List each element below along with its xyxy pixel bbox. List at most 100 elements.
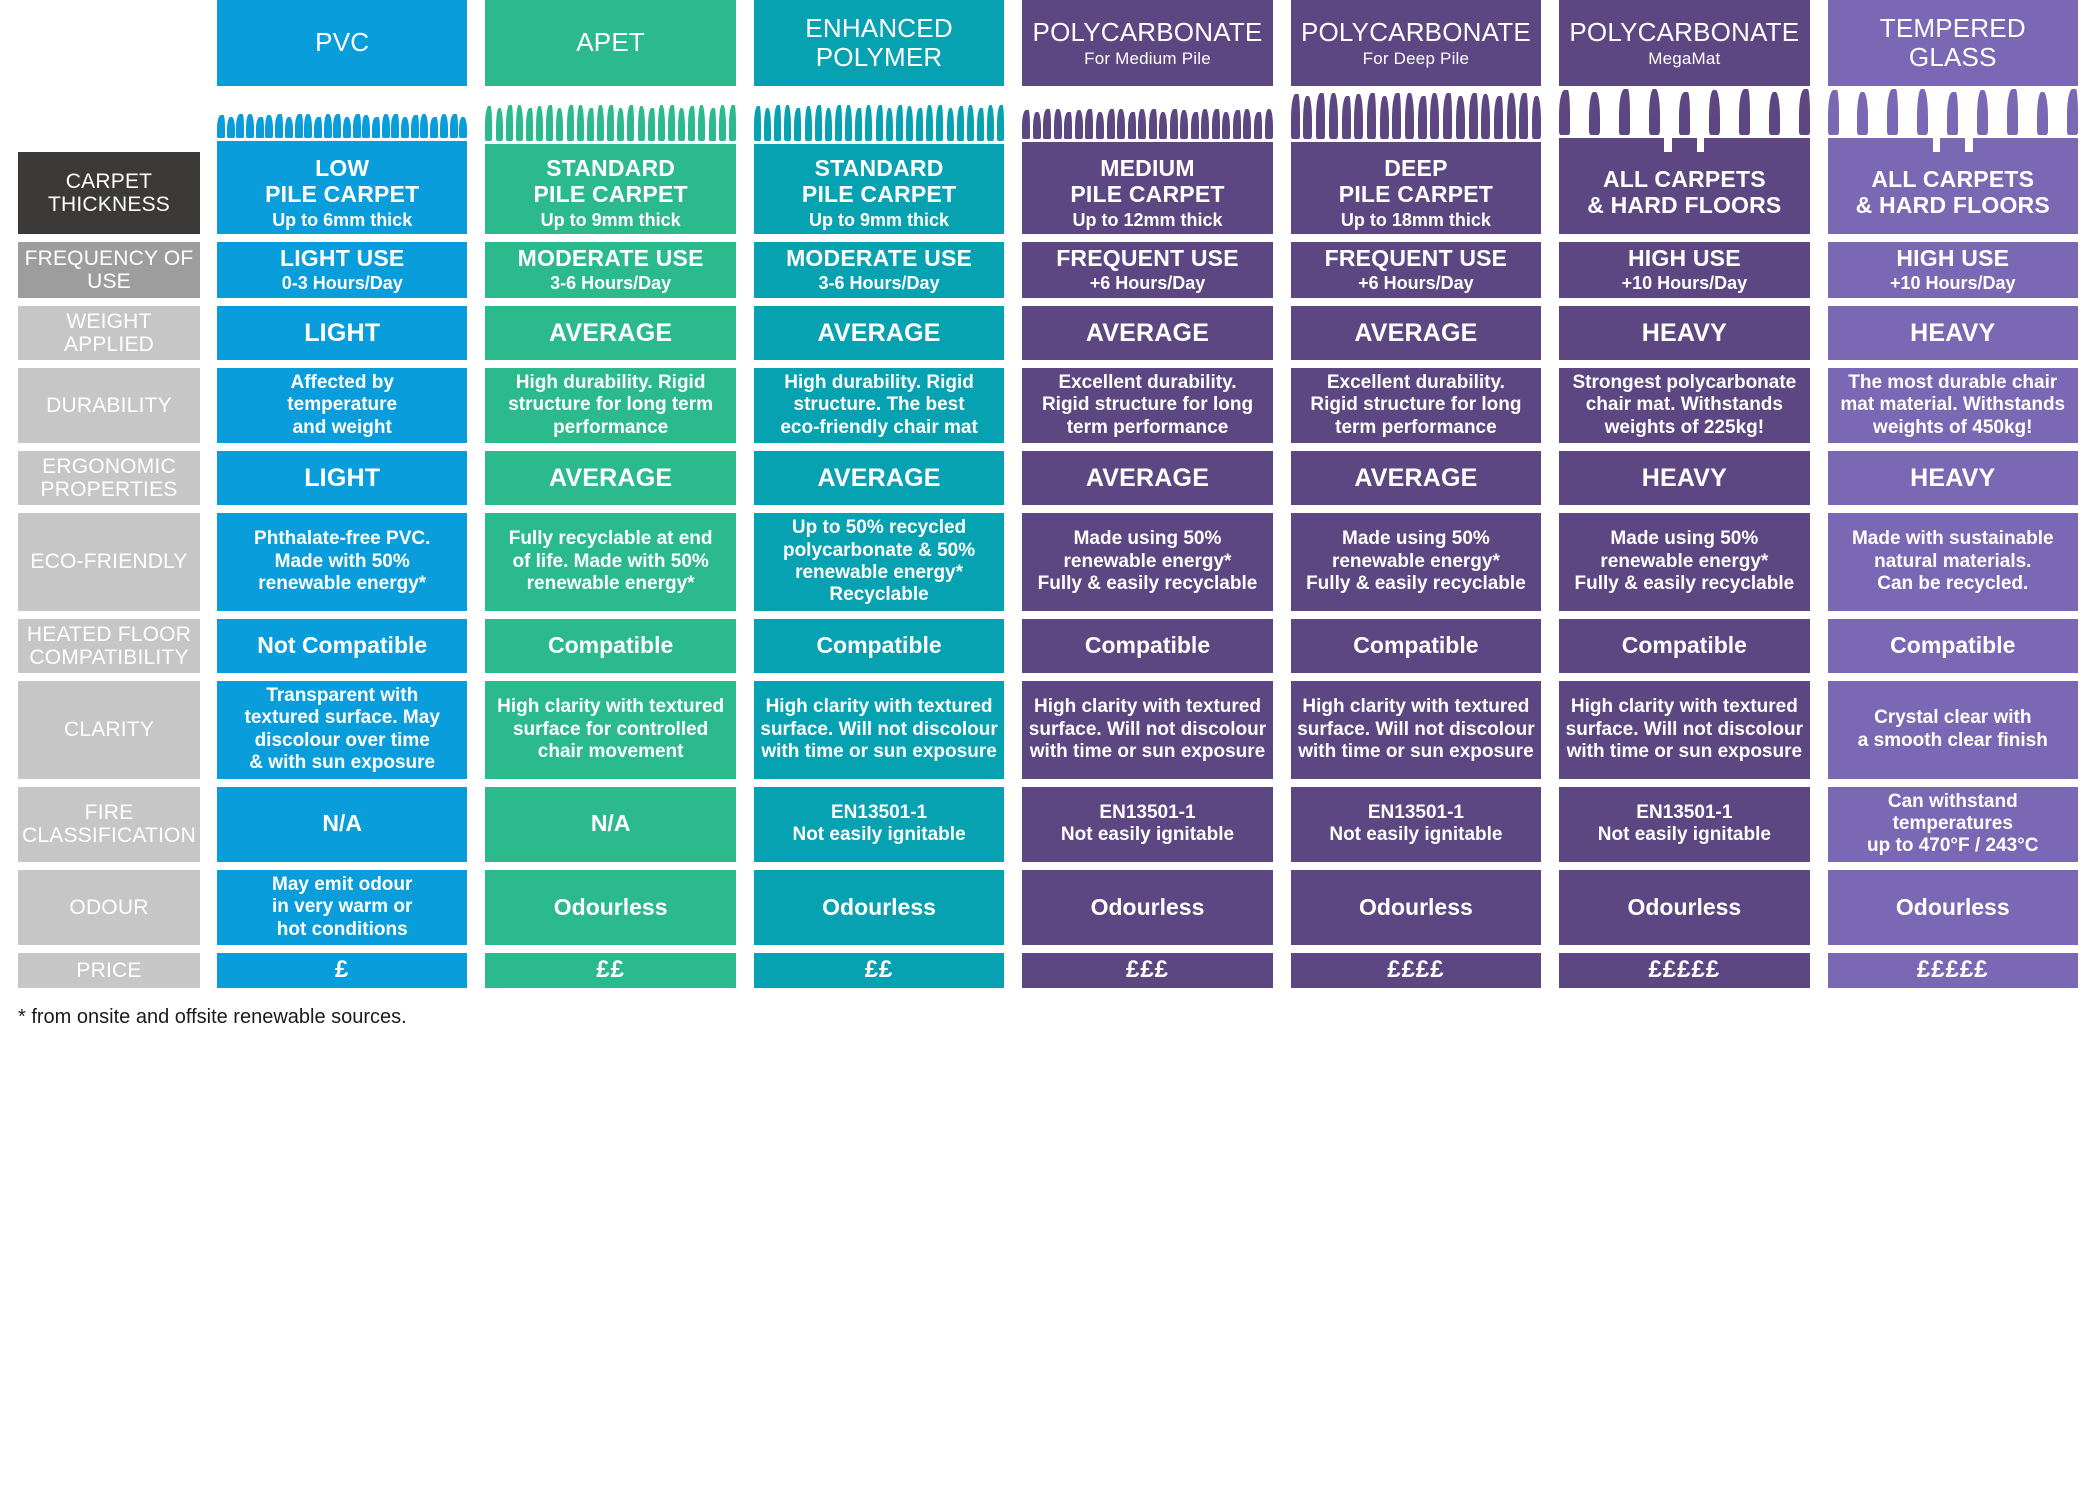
carpet-pile-fibre xyxy=(449,114,458,138)
cell-odour-apet[interactable]: Odourless xyxy=(485,869,736,946)
column-header-apet[interactable]: APET xyxy=(485,0,736,86)
cell-price-pvc[interactable]: £ xyxy=(217,953,468,988)
cell-heated-floor-compatibility-pvc[interactable]: Not Compatible xyxy=(217,618,468,673)
cell-carpet-thickness-polycarbonate_megamat[interactable]: ALL CARPETS & HARD FLOORS xyxy=(1559,152,1810,234)
cell-fire-classification-tempered_glass[interactable]: Can withstand temperatures up to 470°F /… xyxy=(1827,786,2078,862)
cell-clarity-pvc[interactable]: Transparent with textured surface. May d… xyxy=(217,680,468,779)
cell-clarity-polycarbonate_medium[interactable]: High clarity with textured surface. Will… xyxy=(1022,680,1273,779)
cell-fire-classification-apet[interactable]: N/A xyxy=(485,786,736,862)
cell-primary-text: HIGH USE xyxy=(1896,244,2010,271)
cell-durability-apet[interactable]: High durability. Rigid structure for lon… xyxy=(485,367,736,443)
cell-eco-friendly-polycarbonate_medium[interactable]: Made using 50% renewable energy* Fully &… xyxy=(1022,513,1273,611)
column-header-tempered_glass[interactable]: TEMPERED GLASS xyxy=(1827,0,2078,86)
cell-price-tempered_glass[interactable]: £££££ xyxy=(1827,953,2078,988)
cell-primary-text: Made using 50% renewable energy* Fully &… xyxy=(1037,528,1258,595)
cell-ergonomic-properties-enhanced_polymer[interactable]: AVERAGE xyxy=(753,450,1005,506)
cell-clarity-polycarbonate_deep[interactable]: High clarity with textured surface. Will… xyxy=(1290,680,1542,779)
cell-odour-polycarbonate_medium[interactable]: Odourless xyxy=(1022,869,1273,946)
cell-weight-applied-pvc[interactable]: LIGHT xyxy=(217,305,468,360)
cell-frequency-of-use-polycarbonate_deep[interactable]: FREQUENT USE+6 Hours/Day xyxy=(1290,241,1542,298)
cell-primary-text: Phthalate-free PVC. Made with 50% renewa… xyxy=(254,528,431,595)
cell-durability-polycarbonate_megamat[interactable]: Strongest polycarbonate chair mat. Withs… xyxy=(1559,367,1810,443)
cell-odour-pvc[interactable]: May emit odour in very warm or hot condi… xyxy=(217,869,468,946)
cell-price-polycarbonate_deep[interactable]: ££££ xyxy=(1290,953,1542,988)
cell-ergonomic-properties-pvc[interactable]: LIGHT xyxy=(217,450,468,506)
carpet-pile-fibre xyxy=(1827,90,1839,135)
cell-ergonomic-properties-polycarbonate_deep[interactable]: AVERAGE xyxy=(1290,450,1542,506)
cell-fire-classification-polycarbonate_medium[interactable]: EN13501-1 Not easily ignitable xyxy=(1022,786,1273,862)
cell-primary-text: Excellent durability. Rigid structure fo… xyxy=(1310,371,1522,438)
cell-eco-friendly-pvc[interactable]: Phthalate-free PVC. Made with 50% renewa… xyxy=(217,513,468,611)
cell-frequency-of-use-polycarbonate_megamat[interactable]: HIGH USE+10 Hours/Day xyxy=(1559,241,1810,298)
column-header-pvc[interactable]: PVC xyxy=(217,0,468,86)
carpet-pile-fibre xyxy=(2037,92,2049,135)
cell-ergonomic-properties-polycarbonate_megamat[interactable]: HEAVY xyxy=(1559,450,1810,506)
cell-fire-classification-polycarbonate_megamat[interactable]: EN13501-1 Not easily ignitable xyxy=(1559,786,1810,862)
cell-clarity-polycarbonate_megamat[interactable]: High clarity with textured surface. Will… xyxy=(1559,680,1810,779)
column-header-enhanced_polymer[interactable]: ENHANCED POLYMER xyxy=(753,0,1005,86)
carpet-pile-fibre xyxy=(255,117,264,138)
cell-heated-floor-compatibility-polycarbonate_megamat[interactable]: Compatible xyxy=(1559,618,1810,673)
cell-durability-polycarbonate_medium[interactable]: Excellent durability. Rigid structure fo… xyxy=(1022,367,1273,443)
cell-clarity-tempered_glass[interactable]: Crystal clear with a smooth clear finish xyxy=(1827,680,2078,779)
carpet-pile-base xyxy=(1559,138,1810,152)
cell-odour-tempered_glass[interactable]: Odourless xyxy=(1827,869,2078,946)
cell-weight-applied-enhanced_polymer[interactable]: AVERAGE xyxy=(753,305,1005,360)
cell-weight-applied-polycarbonate_deep[interactable]: AVERAGE xyxy=(1290,305,1542,360)
carpet-pile-fibre xyxy=(485,106,493,141)
cell-carpet-thickness-tempered_glass[interactable]: ALL CARPETS & HARD FLOORS xyxy=(1827,152,2078,234)
cell-fire-classification-enhanced_polymer[interactable]: EN13501-1 Not easily ignitable xyxy=(753,786,1005,862)
cell-fire-classification-pvc[interactable]: N/A xyxy=(217,786,468,862)
cell-eco-friendly-polycarbonate_deep[interactable]: Made using 50% renewable energy* Fully &… xyxy=(1290,513,1542,611)
cell-weight-applied-polycarbonate_megamat[interactable]: HEAVY xyxy=(1559,305,1810,360)
cell-fire-classification-polycarbonate_deep[interactable]: EN13501-1 Not easily ignitable xyxy=(1290,786,1542,862)
cell-weight-applied-polycarbonate_medium[interactable]: AVERAGE xyxy=(1022,305,1273,360)
cell-heated-floor-compatibility-polycarbonate_medium[interactable]: Compatible xyxy=(1022,618,1273,673)
cell-eco-friendly-enhanced_polymer[interactable]: Up to 50% recycled polycarbonate & 50% r… xyxy=(753,513,1005,611)
cell-durability-polycarbonate_deep[interactable]: Excellent durability. Rigid structure fo… xyxy=(1290,367,1542,443)
cell-secondary-text: Up to 6mm thick xyxy=(272,209,413,230)
cell-odour-polycarbonate_deep[interactable]: Odourless xyxy=(1290,869,1542,946)
cell-primary-text: DEEP PILE CARPET xyxy=(1338,155,1494,207)
cell-weight-applied-tempered_glass[interactable]: HEAVY xyxy=(1827,305,2078,360)
cell-eco-friendly-polycarbonate_megamat[interactable]: Made using 50% renewable energy* Fully &… xyxy=(1559,513,1810,611)
cell-heated-floor-compatibility-enhanced_polymer[interactable]: Compatible xyxy=(753,618,1005,673)
row-label-text: FIRE CLASSIFICATION xyxy=(22,801,196,848)
cell-durability-pvc[interactable]: Affected by temperature and weight xyxy=(217,367,468,443)
cell-heated-floor-compatibility-apet[interactable]: Compatible xyxy=(485,618,736,673)
cell-heated-floor-compatibility-tempered_glass[interactable]: Compatible xyxy=(1827,618,2078,673)
cell-durability-enhanced_polymer[interactable]: High durability. Rigid structure. The be… xyxy=(753,367,1005,443)
cell-price-apet[interactable]: ££ xyxy=(485,953,736,988)
cell-odour-enhanced_polymer[interactable]: Odourless xyxy=(753,869,1005,946)
carpet-pile-fibre xyxy=(718,105,726,141)
cell-ergonomic-properties-apet[interactable]: AVERAGE xyxy=(485,450,736,506)
cell-frequency-of-use-tempered_glass[interactable]: HIGH USE+10 Hours/Day xyxy=(1827,241,2078,298)
cell-weight-applied-apet[interactable]: AVERAGE xyxy=(485,305,736,360)
cell-price-polycarbonate_medium[interactable]: £££ xyxy=(1022,953,1273,988)
cell-ergonomic-properties-polycarbonate_medium[interactable]: AVERAGE xyxy=(1022,450,1273,506)
cell-clarity-enhanced_polymer[interactable]: High clarity with textured surface. Will… xyxy=(753,680,1005,779)
cell-heated-floor-compatibility-polycarbonate_deep[interactable]: Compatible xyxy=(1290,618,1542,673)
cell-odour-polycarbonate_megamat[interactable]: Odourless xyxy=(1559,869,1810,946)
cell-eco-friendly-apet[interactable]: Fully recyclable at end of life. Made wi… xyxy=(485,513,736,611)
carpet-pile-fibre xyxy=(430,117,439,138)
cell-price-enhanced_polymer[interactable]: ££ xyxy=(753,953,1005,988)
carpet-pile-fibre xyxy=(1857,92,1869,135)
cell-price-polycarbonate_megamat[interactable]: £££££ xyxy=(1559,953,1810,988)
cell-clarity-apet[interactable]: High clarity with textured surface for c… xyxy=(485,680,736,779)
cell-eco-friendly-tempered_glass[interactable]: Made with sustainable natural materials.… xyxy=(1827,513,2078,611)
cell-ergonomic-properties-tempered_glass[interactable]: HEAVY xyxy=(1827,450,2078,506)
cell-durability-tempered_glass[interactable]: The most durable chair mat material. Wit… xyxy=(1827,367,2078,443)
cell-frequency-of-use-polycarbonate_medium[interactable]: FREQUENT USE+6 Hours/Day xyxy=(1022,241,1273,298)
